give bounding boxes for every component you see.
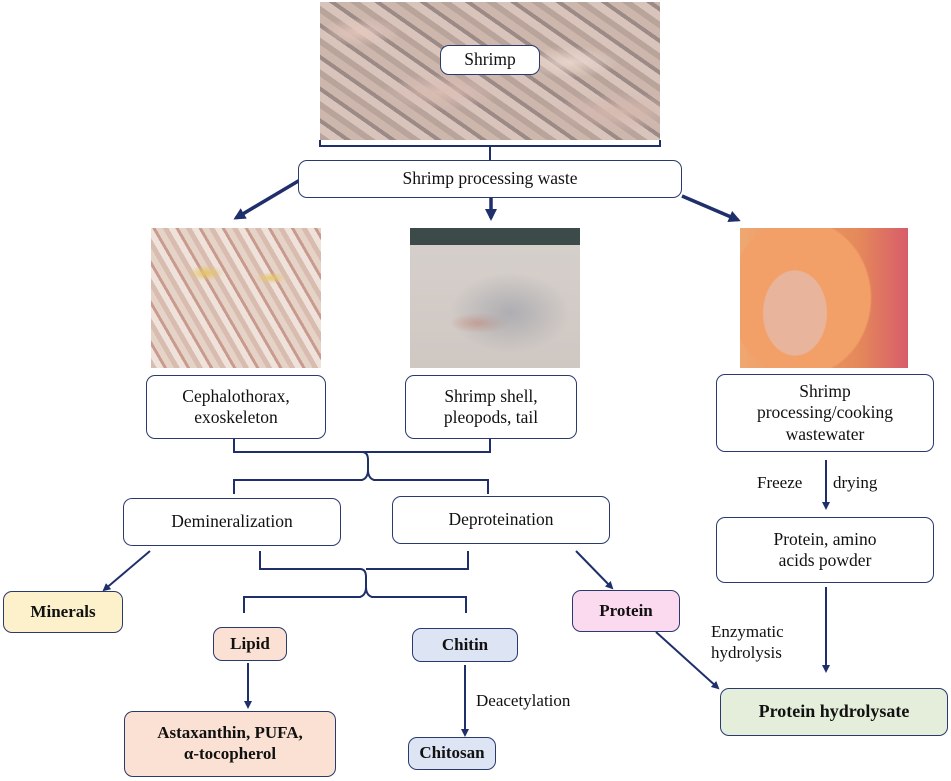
- bracket-merge: [233, 438, 491, 494]
- node-chitosan: Chitosan: [408, 737, 496, 770]
- node-chitosan-label: Chitosan: [419, 743, 485, 763]
- arrow-demin-minerals: [102, 550, 151, 592]
- node-powder-line1: Protein, amino: [773, 528, 877, 549]
- node-shrimp-shell: Shrimp shell, pleopods, tail: [405, 375, 577, 439]
- arrow-waste-cephalothorax: [233, 178, 301, 220]
- node-minerals: Minerals: [3, 591, 123, 633]
- node-shrimp-processing-waste: Shrimp processing waste: [298, 160, 682, 198]
- node-waste-label: Shrimp processing waste: [402, 168, 578, 189]
- node-lipid-label: Lipid: [230, 633, 270, 653]
- node-protein-label: Protein: [599, 600, 653, 620]
- label-enzymatic-line2: hydrolysis: [711, 643, 782, 663]
- node-chitin: Chitin: [412, 628, 518, 662]
- node-deproteination: Deproteination: [392, 496, 610, 544]
- bracket-shrimp: [319, 140, 661, 160]
- node-protein-amino-powder: Protein, amino acids powder: [716, 517, 934, 583]
- cephalothorax-waste-photo: [151, 228, 321, 368]
- label-enzymatic-hydrolysis: Enzymatic hydrolysis: [711, 621, 784, 664]
- node-chitin-label: Chitin: [441, 634, 489, 654]
- node-shrimp-label: Shrimp: [464, 49, 516, 70]
- node-wastewater-line3: wastewater: [785, 423, 865, 444]
- node-shrimp: Shrimp: [440, 45, 540, 75]
- arrow-deprot-protein: [575, 550, 614, 590]
- node-astaxanthin: Astaxanthin, PUFA, α-tocopherol: [124, 711, 336, 777]
- node-powder-line2: acids powder: [778, 550, 872, 570]
- node-shell-line1: Shrimp shell,: [444, 385, 538, 406]
- arrow-waste-wastewater: [681, 194, 741, 222]
- node-demineralization: Demineralization: [123, 498, 341, 546]
- node-wastewater: Shrimp processing/cooking wastewater: [716, 374, 934, 452]
- node-astaxanthin-line2: α-tocopherol: [183, 744, 277, 763]
- node-protein: Protein: [572, 590, 680, 632]
- node-deproteination-label: Deproteination: [448, 509, 554, 530]
- shrimp-shell-photo: [410, 228, 580, 368]
- label-drying: drying: [833, 473, 878, 492]
- bracket-split: [243, 551, 469, 613]
- node-lipid: Lipid: [213, 627, 287, 661]
- node-cephalothorax-line2: exoskeleton: [194, 407, 278, 427]
- node-wastewater-line1: Shrimp: [799, 380, 851, 401]
- arrow-protein-hydrolysate: [655, 631, 720, 690]
- node-minerals-label: Minerals: [30, 601, 96, 621]
- node-hydrolysate-label: Protein hydrolysate: [758, 701, 910, 722]
- label-freeze: Freeze: [757, 473, 803, 492]
- node-protein-hydrolysate: Protein hydrolysate: [720, 688, 948, 736]
- node-demineralization-label: Demineralization: [171, 511, 293, 532]
- node-wastewater-line2: processing/cooking: [756, 402, 894, 423]
- label-enzymatic-line1: Enzymatic: [711, 622, 784, 641]
- node-astaxanthin-line1: Astaxanthin, PUFA,: [157, 723, 303, 743]
- label-deacetylation: Deacetylation: [476, 691, 571, 710]
- node-cephalothorax-line1: Cephalothorax,: [182, 385, 290, 406]
- node-shell-line2: pleopods, tail: [443, 407, 539, 427]
- wastewater-bucket-photo: [740, 228, 908, 368]
- node-cephalothorax: Cephalothorax, exoskeleton: [146, 375, 326, 439]
